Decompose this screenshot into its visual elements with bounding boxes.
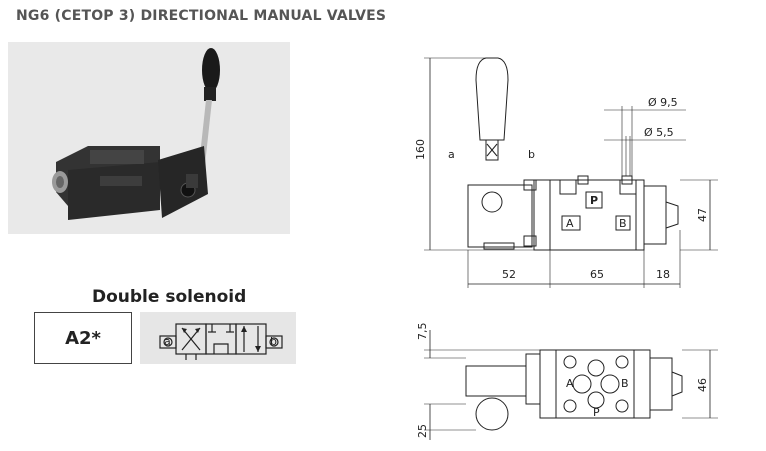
dim-diameter-large: Ø 9,5 [648, 96, 678, 109]
dim-width-mid: 65 [590, 268, 604, 281]
dim-height-total: 160 [414, 139, 427, 160]
port-b-label: B [619, 217, 627, 230]
port-a-label: A [566, 217, 574, 230]
symbol-port-b-label: b [270, 335, 277, 348]
hydraulic-symbol-svg: a b [159, 323, 283, 360]
port-p-label: P [590, 194, 598, 207]
valve-code: A2* [34, 312, 132, 364]
product-photo [8, 42, 290, 234]
dim-offset-bottom: 25 [416, 424, 429, 438]
dim-offset-top: 7,5 [416, 323, 429, 341]
subtitle: Double solenoid [92, 287, 247, 307]
valve-photo-illustration [52, 48, 220, 220]
symbol-port-a-label: a [164, 335, 171, 348]
valve-code-label: A2* [65, 327, 101, 349]
hydraulic-symbol: a b [140, 312, 296, 364]
plan-port-p-label: P [593, 406, 600, 419]
side-b-label: b [528, 148, 535, 161]
technical-drawing-svg: a b P A B 160 Ø 9,5 Ø 5,5 47 52 65 18 7,… [414, 57, 718, 440]
dim-width-plan: 46 [696, 378, 709, 392]
dim-width-right: 18 [656, 268, 670, 281]
dim-height-body: 47 [696, 208, 709, 222]
dim-width-left: 52 [502, 268, 516, 281]
technical-drawing: a b P A B 160 Ø 9,5 Ø 5,5 47 52 65 18 7,… [400, 40, 730, 451]
page-title: NG6 (CETOP 3) DIRECTIONAL MANUAL VALVES [16, 8, 387, 24]
side-a-label: a [448, 148, 455, 161]
plan-port-a-label: A [566, 377, 574, 390]
dim-diameter-small: Ø 5,5 [644, 126, 674, 139]
plan-port-b-label: B [621, 377, 629, 390]
